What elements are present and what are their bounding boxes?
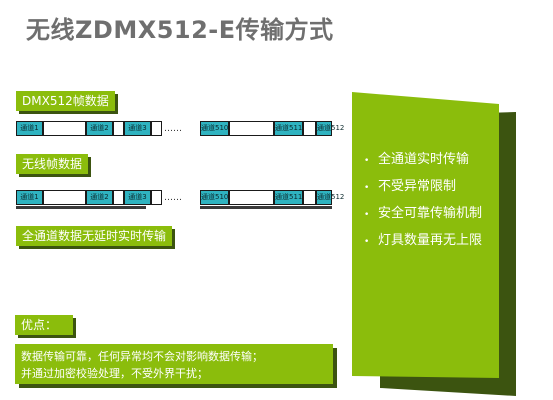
feature-list: • 全通道实时传输 • 不受异常限制 • 安全可靠传输机制 • 灯具数量再无上限	[364, 146, 482, 254]
advantage-description: 数据传输可靠，任何异常均不会对影响数据传输； 并通过加密校验处理，不受外界干扰；	[15, 344, 333, 384]
advantage-line: 数据传输可靠，任何异常均不会对影响数据传输；	[21, 350, 263, 363]
wireless-frame-label: 无线帧数据	[16, 154, 89, 174]
page-title: 无线ZDMX512-E传输方式	[26, 16, 334, 44]
bullet-icon: •	[364, 156, 370, 166]
bullet-icon: •	[364, 237, 370, 247]
channel-cell: 通道1	[16, 121, 43, 136]
data-cell	[229, 190, 274, 205]
bullet-icon: •	[364, 210, 370, 220]
bullet-icon: •	[364, 183, 370, 193]
feature-item: • 安全可靠传输机制	[364, 200, 482, 227]
ellipsis: ……	[164, 124, 182, 134]
frame-underline	[16, 206, 146, 209]
feature-text: 不受异常限制	[378, 179, 457, 194]
dmx-frame-label: DMX512帧数据	[16, 91, 115, 111]
data-cell	[151, 121, 162, 136]
channel-cell: 通道512	[316, 121, 344, 136]
advantage-line: 并通过加密校验处理，不受外界干扰；	[21, 367, 208, 380]
frame-underline	[200, 206, 332, 209]
channel-cell: 通道510	[200, 121, 229, 136]
feature-item: • 不受异常限制	[364, 173, 482, 200]
data-cell	[43, 121, 86, 136]
channel-cell: 通道1	[16, 190, 43, 205]
data-cell	[303, 190, 316, 205]
data-cell	[151, 190, 162, 205]
feature-text: 全通道实时传输	[378, 152, 470, 167]
data-cell	[43, 190, 86, 205]
feature-item: • 灯具数量再无上限	[364, 227, 482, 254]
data-cell	[303, 121, 316, 136]
dmx-frame-row: 通道1 通道2 通道3 …… 通道510 通道511 通道512	[16, 121, 344, 140]
feature-panel-face	[352, 92, 499, 378]
channel-cell: 通道3	[124, 190, 151, 205]
feature-item: • 全通道实时传输	[364, 146, 482, 173]
data-cell	[229, 121, 274, 136]
channel-cell: 通道512	[316, 190, 344, 205]
feature-text: 灯具数量再无上限	[378, 233, 483, 248]
wireless-frame-row: 通道1 通道2 通道3 …… 通道510 通道511 通道512	[16, 190, 344, 209]
channel-cell: 通道510	[200, 190, 229, 205]
channel-cell: 通道2	[86, 121, 113, 136]
channel-cell: 通道511	[274, 190, 303, 205]
feature-text: 安全可靠传输机制	[378, 206, 483, 221]
advantage-label: 优点：	[15, 315, 73, 335]
data-cell	[113, 121, 124, 136]
channel-cell: 通道511	[274, 121, 303, 136]
realtime-label: 全通道数据无延时实时传输	[16, 226, 173, 246]
ellipsis: ……	[164, 193, 182, 203]
data-cell	[113, 190, 124, 205]
channel-cell: 通道3	[124, 121, 151, 136]
channel-cell: 通道2	[86, 190, 113, 205]
